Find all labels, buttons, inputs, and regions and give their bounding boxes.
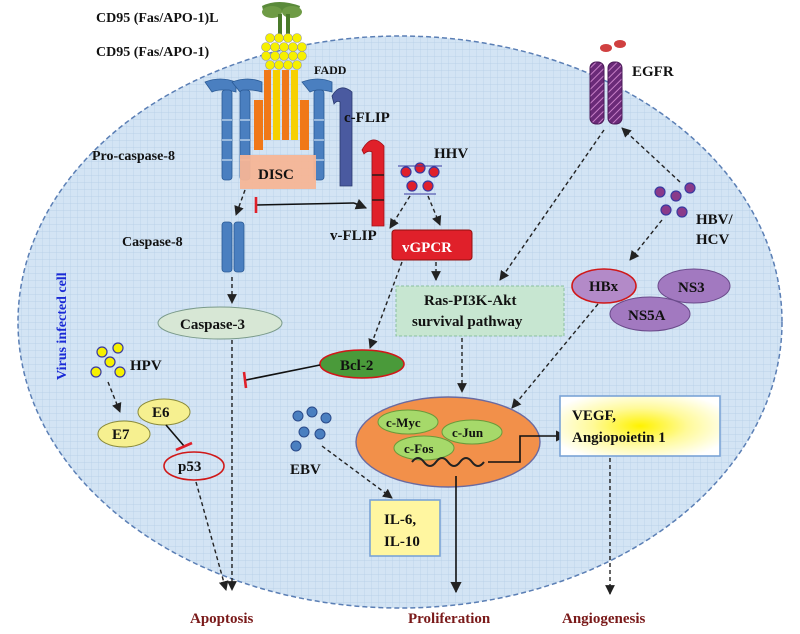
hhv-to-vgpcr-arrow [427, 195, 442, 226]
egfr-to-ras-arrow [499, 129, 605, 281]
hhv-virus-icon [398, 162, 442, 195]
c-flip-label: c-FLIP [344, 110, 390, 126]
ns3-node [657, 268, 731, 304]
caspase-8-label: Caspase-8 [122, 235, 183, 250]
disc-complex [240, 155, 316, 189]
disc-to-caspase8-arrow [234, 189, 246, 216]
apoptosis-label: Apoptosis [190, 611, 254, 627]
il-label-line1: IL-6, [384, 512, 416, 528]
ebv-virus-icon [290, 406, 332, 452]
ns5a-label: NS5A [628, 308, 666, 324]
hbv-hcv-virus-icon [654, 182, 696, 218]
il-label-line2: IL-10 [384, 534, 420, 550]
c-jun-node [441, 419, 503, 445]
bcl2-inhibit-line [245, 364, 321, 381]
e7-node [97, 420, 151, 448]
egfr-receptor [589, 40, 626, 125]
proliferation-label: Proliferation [408, 611, 491, 627]
bcl2-node [319, 349, 405, 379]
bcl2-inhibit-bar [242, 371, 248, 389]
pro-caspase-8-label: Pro-caspase-8 [92, 149, 175, 164]
c-myc-label: c-Myc [386, 415, 421, 430]
p53-label: p53 [178, 459, 201, 475]
hhv-label: HHV [434, 146, 468, 162]
angiogenesis-label: Angiogenesis [562, 611, 646, 627]
disc-label: DISC [258, 167, 294, 183]
cd95-receptor-trimer [261, 33, 307, 70]
caspase-3-node [157, 306, 283, 340]
hpv-label: HPV [130, 358, 162, 374]
hbv-hcv-label-line1: HBV/ [696, 212, 734, 228]
cd95-label: CD95 (Fas/APO-1) [96, 45, 209, 60]
vegf-box [559, 395, 721, 457]
v-flip-protein [361, 139, 385, 227]
hhv-to-vflip-arrow [389, 195, 411, 229]
ras-pathway-label-line2: survival pathway [412, 314, 523, 330]
hbx-node [571, 268, 637, 304]
ns5a-node [609, 296, 691, 332]
hbv-to-egfr-arrow [621, 127, 681, 183]
c-flip-receptor [331, 87, 353, 187]
hbv-hcv-label-line2: HCV [696, 232, 730, 248]
c-jun-label: c-Jun [452, 425, 484, 440]
dna-strand [411, 457, 485, 467]
fadd-columns [254, 70, 309, 150]
e7-label: E7 [112, 427, 130, 443]
ns3-label: NS3 [678, 280, 705, 296]
virus-infected-cell-label: Virus infected cell [55, 272, 70, 380]
caspase-3-label: Caspase-3 [180, 317, 245, 333]
p53-node [163, 451, 225, 481]
c-myc-node [377, 409, 439, 435]
e6-label: E6 [152, 405, 170, 421]
caspase-8-protein [221, 221, 245, 273]
cd95l-label: CD95 (Fas/APO-1)L [96, 11, 219, 26]
hbv-to-hbx-arrow [629, 219, 663, 261]
il6-il10-box [369, 499, 441, 557]
vegf-label-line1: VEGF, [572, 408, 616, 424]
nucleus-to-vegf-line [488, 430, 568, 463]
ebv-to-il-arrow [321, 445, 393, 499]
vflip-disc-link [255, 202, 355, 206]
e6-inhibit-bar [175, 441, 193, 452]
hpv-to-e7-arrow [107, 381, 122, 413]
ebv-label: EBV [290, 462, 321, 478]
egfr-label: EGFR [632, 64, 674, 80]
hbx-label: HBx [589, 279, 619, 295]
vgpcr-to-bcl2-arrow [368, 261, 403, 349]
ras-pathway-label-line1: Ras-PI3K-Akt [424, 293, 517, 309]
hbx-to-nucleus-arrow [511, 303, 599, 409]
vegf-label-line2: Angiopoietin 1 [572, 430, 666, 446]
v-flip-label: v-FLIP [330, 228, 377, 244]
e6-node [137, 398, 191, 426]
cd95-ligand [262, 2, 302, 38]
vgpcr-box [391, 229, 473, 261]
bcl2-label: Bcl-2 [340, 358, 373, 374]
vgpcr-label: vGPCR [402, 240, 452, 256]
e6-inhibit-line [165, 424, 185, 447]
hpv-virus-icon [90, 342, 126, 378]
p53-to-apoptosis-arrow [195, 481, 229, 591]
c-fos-label: c-Fos [404, 441, 434, 456]
c-fos-node [393, 435, 455, 461]
ras-pi3k-akt-box [395, 285, 565, 337]
fadd-label: FADD [314, 63, 347, 77]
